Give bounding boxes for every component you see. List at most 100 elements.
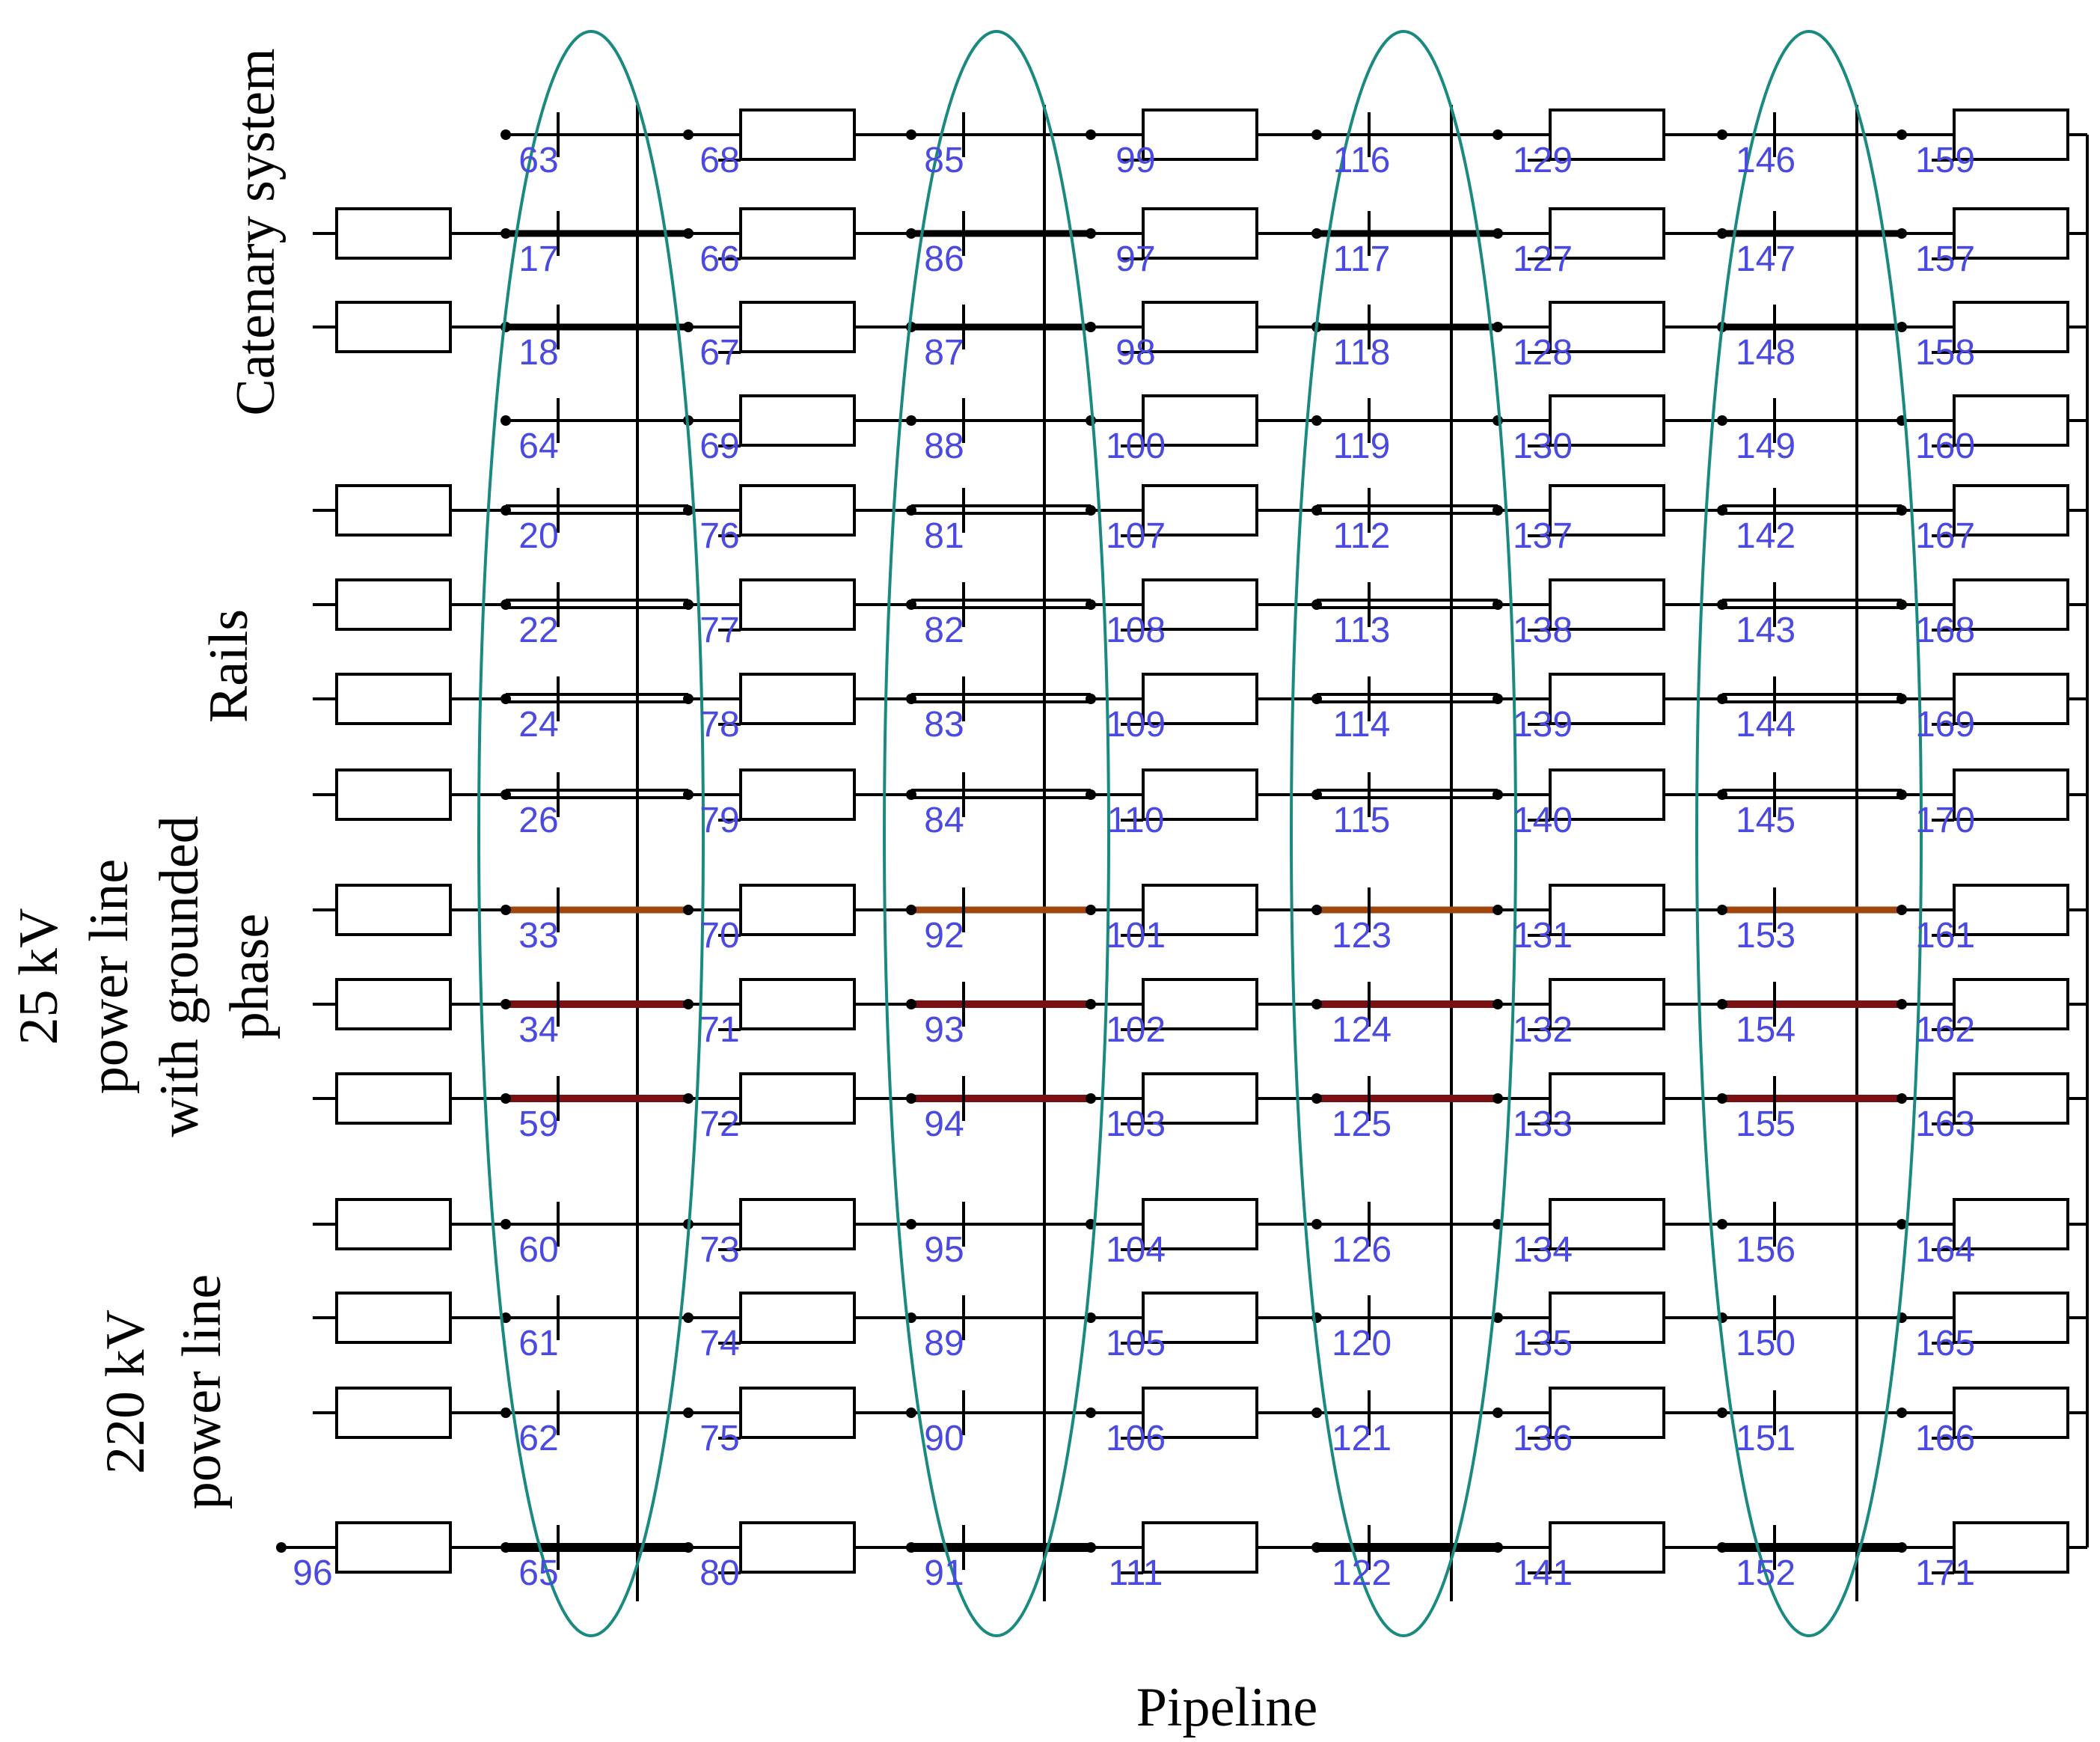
row-12-dot-7 <box>1717 1219 1727 1229</box>
node-label: 90 <box>924 1419 964 1458</box>
node-label: 105 <box>1106 1324 1166 1363</box>
node-label: 158 <box>1915 333 1975 373</box>
node-label: 164 <box>1915 1230 1975 1270</box>
node-label: 163 <box>1915 1104 1975 1144</box>
node-label: 123 <box>1332 916 1392 956</box>
row-13-series-box-1 <box>739 1292 856 1344</box>
pipeline-ellipse-2 <box>883 30 1110 1637</box>
node-label: 96 <box>293 1553 332 1593</box>
node-label: 116 <box>1333 141 1391 180</box>
node-label: 111 <box>1109 1553 1163 1593</box>
line25-label-line3: with grounded <box>149 816 210 1137</box>
node-label: 150 <box>1736 1324 1796 1363</box>
row-10-source-box <box>335 978 452 1030</box>
node-label: 106 <box>1106 1419 1166 1458</box>
node-label: 167 <box>1915 516 1975 556</box>
row-9-dot-3 <box>906 905 916 915</box>
row-10-dot-7 <box>1717 999 1727 1009</box>
node-label: 77 <box>700 611 739 650</box>
node-label: 85 <box>924 141 964 180</box>
node-label: 108 <box>1106 611 1166 650</box>
pipeline-ellipse-1 <box>477 30 705 1637</box>
node-label: 101 <box>1106 916 1166 956</box>
node-label: 129 <box>1513 141 1573 180</box>
node-label: 143 <box>1736 611 1796 650</box>
row-2-series-box-1 <box>739 207 856 260</box>
node-label: 33 <box>518 916 558 956</box>
node-label: 134 <box>1513 1230 1573 1270</box>
node-label: 144 <box>1736 705 1796 745</box>
line25-label-line4: phase <box>219 914 281 1040</box>
row-6-dot-5 <box>1311 599 1322 610</box>
row-15-series-box-1 <box>739 1521 856 1574</box>
node-label: 140 <box>1513 801 1573 840</box>
node-label: 18 <box>518 333 558 373</box>
row-5-dot-7 <box>1717 505 1727 516</box>
node-label: 64 <box>518 427 558 466</box>
line220-label-line1: 220 kV <box>95 1309 156 1474</box>
node-label: 74 <box>700 1324 739 1363</box>
node-label: 128 <box>1513 333 1573 373</box>
node-label: 119 <box>1333 427 1391 466</box>
node-label: 127 <box>1513 239 1573 279</box>
pipeline-label: Pipeline <box>1136 1677 1318 1738</box>
node-label: 120 <box>1332 1324 1392 1363</box>
row-6-source-box <box>335 578 452 631</box>
node-label: 125 <box>1332 1104 1392 1144</box>
row-5-series-box-1 <box>739 484 856 537</box>
row-12-source-box <box>335 1198 452 1250</box>
row-1-series-box-2 <box>1142 109 1258 161</box>
row-4-dot-3 <box>906 415 916 426</box>
row-1-dot-1 <box>500 129 511 140</box>
pipeline-ellipse-3 <box>1290 30 1517 1637</box>
node-label: 84 <box>924 801 964 840</box>
node-label: 133 <box>1513 1104 1573 1144</box>
node-label: 135 <box>1513 1324 1573 1363</box>
node-label: 136 <box>1513 1419 1573 1458</box>
row-5-source-box <box>335 484 452 537</box>
node-label: 22 <box>518 611 558 650</box>
node-label: 95 <box>924 1230 964 1270</box>
node-label: 171 <box>1915 1553 1975 1593</box>
row-8-source-box <box>335 768 452 821</box>
row-10-dot-3 <box>906 999 916 1009</box>
node-label: 149 <box>1736 427 1796 466</box>
row-15-dot-5 <box>1311 1542 1322 1553</box>
node-label: 152 <box>1736 1553 1796 1593</box>
row-4-dot-7 <box>1717 415 1727 426</box>
rails-label: Rails <box>198 609 260 723</box>
row-7-dot-7 <box>1717 694 1727 704</box>
row-2-series-box-2 <box>1142 207 1258 260</box>
row-14-source-box <box>335 1387 452 1439</box>
node-label: 170 <box>1915 801 1975 840</box>
row-7-dot-3 <box>906 694 916 704</box>
node-label: 118 <box>1333 333 1391 373</box>
row-9-dot-5 <box>1311 905 1322 915</box>
node-label: 124 <box>1332 1010 1392 1050</box>
row-14-dot-5 <box>1311 1408 1322 1418</box>
wire-layer <box>276 105 2089 1601</box>
row-3-series-box-1 <box>739 301 856 353</box>
row-12-dot-1 <box>500 1219 511 1229</box>
row-5-dot-1 <box>500 505 511 516</box>
node-label: 80 <box>700 1553 739 1593</box>
row-9-dot-7 <box>1717 905 1727 915</box>
node-label: 113 <box>1333 611 1391 650</box>
node-label: 68 <box>700 141 739 180</box>
node-label: 70 <box>700 916 739 956</box>
node-label: 146 <box>1736 141 1796 180</box>
node-label: 88 <box>924 427 964 466</box>
row-8-dot-7 <box>1717 789 1727 800</box>
row-11-dot-5 <box>1311 1093 1322 1104</box>
row-15-dot-7 <box>1717 1542 1727 1553</box>
row-10-series-box-1 <box>739 978 856 1030</box>
row-2-dot-1 <box>500 228 511 239</box>
node-label: 87 <box>924 333 964 373</box>
row-15-dot-3 <box>906 1542 916 1553</box>
node-label: 162 <box>1915 1010 1975 1050</box>
node-label: 34 <box>518 1010 558 1050</box>
node-label: 75 <box>700 1419 739 1458</box>
node-label: 155 <box>1736 1104 1796 1144</box>
